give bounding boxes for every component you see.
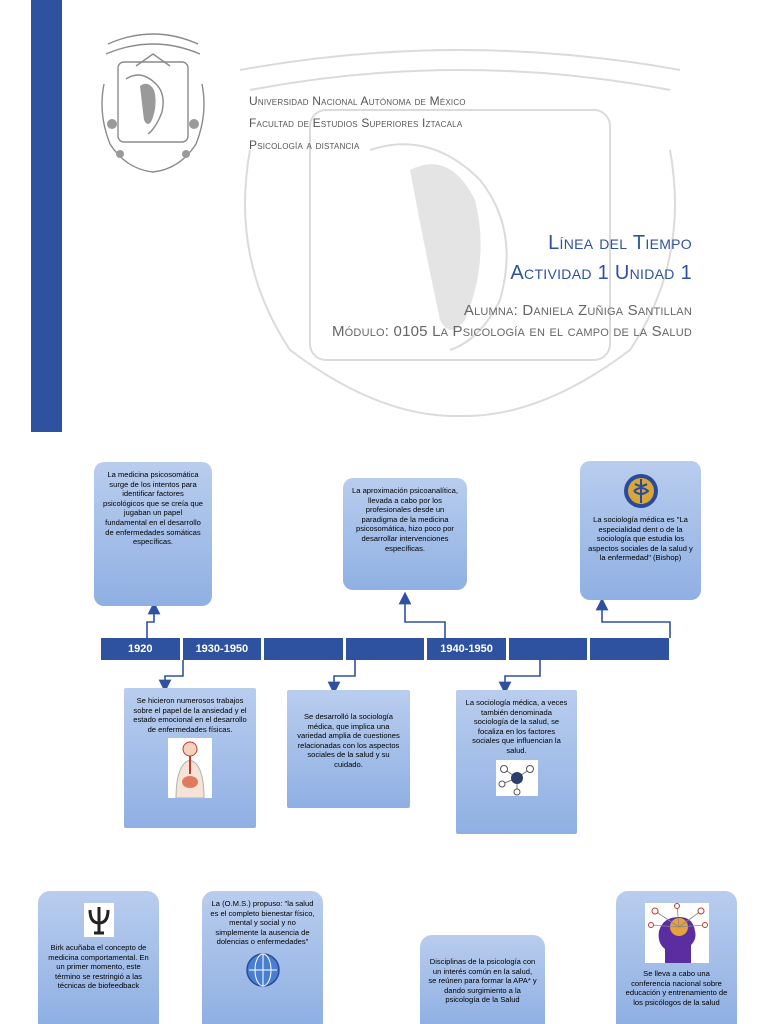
event-box-health-psychology: Disciplinas de la psicología con un inte…	[420, 935, 545, 1024]
event-text: La aproximación psicoanalítica, llevada …	[352, 486, 458, 553]
program-name: Psicología a distancia	[249, 138, 360, 152]
event-text: Disciplinas de la psicología con un inte…	[428, 957, 537, 1005]
cover-side-bar	[31, 0, 62, 432]
faculty-name: Facultad de Estudios Superiores Iztacala	[249, 116, 463, 130]
event-text: La sociología médica, a veces también de…	[465, 698, 568, 755]
event-text: Se hicieron numerosos trabajos sobre el …	[133, 696, 247, 734]
who-emblem-icon	[245, 953, 280, 987]
timeline-segment	[590, 638, 670, 660]
event-text: Se desarrolló la sociología médica, que …	[297, 712, 400, 769]
timeline-segment	[345, 638, 425, 660]
event-text: Se lleva a cabo una conferencia nacional…	[625, 969, 728, 1007]
event-box-behavioral-medicine: Birk acuñaba el concepto de medicina com…	[38, 891, 159, 1024]
head-brain-icon	[644, 903, 709, 963]
event-text: La (O.M.S.) propuso: "la salud es el com…	[210, 899, 315, 947]
university-name: Universidad Nacional Autónoma de México	[249, 94, 466, 108]
activity-title: Actividad 1 Unidad 1	[510, 262, 692, 284]
timeline-segment: 1930-1950	[182, 638, 262, 660]
institution-block: Universidad Nacional Autónoma de México …	[249, 90, 466, 156]
event-text: Birk acuñaba el concepto de medicina com…	[48, 943, 149, 991]
timeline-axis: 1920 1930-1950 1940-1950	[101, 638, 670, 660]
event-box-national-conference: Se lleva a cabo una conferencia nacional…	[616, 891, 737, 1024]
molecule-network-icon	[495, 759, 538, 796]
event-box-medical-sociology-definition: La sociología médica es "La especialidad…	[580, 461, 701, 600]
psi-symbol-icon	[83, 903, 114, 937]
event-box-medical-sociology-development: Se desarrolló la sociología médica, que …	[287, 690, 410, 808]
timeline-segment: 1920	[101, 638, 180, 660]
event-box-psychoanalytic: La aproximación psicoanalítica, llevada …	[343, 478, 467, 590]
module-name: Módulo: 0105 La Psicología en el campo d…	[331, 323, 692, 340]
body-anatomy-icon	[168, 738, 212, 799]
timeline-connectors	[146, 591, 671, 695]
event-text: La medicina psicosomática surge de los i…	[102, 470, 204, 547]
event-box-psychosomatic: La medicina psicosomática surge de los i…	[94, 462, 212, 606]
timeline-segment	[264, 638, 343, 660]
event-box-who-definition: La (O.M.S.) propuso: "la salud es el com…	[202, 891, 323, 1024]
timeline-segment	[508, 638, 588, 660]
event-box-anxiety-studies: Se hicieron numerosos trabajos sobre el …	[124, 688, 256, 828]
event-text: La sociología médica es "La especialidad…	[588, 515, 693, 563]
student-name: Alumna: Daniela Zuñiga Santillan	[463, 302, 692, 319]
unam-seal-watermark-icon	[239, 49, 681, 418]
event-box-health-sociology: La sociología médica, a veces también de…	[456, 690, 577, 834]
document-title: Línea del Tiempo	[548, 232, 692, 254]
caduceus-icon	[623, 474, 658, 508]
timeline-segment: 1940-1950	[427, 638, 506, 660]
unam-seal-icon	[101, 33, 205, 173]
